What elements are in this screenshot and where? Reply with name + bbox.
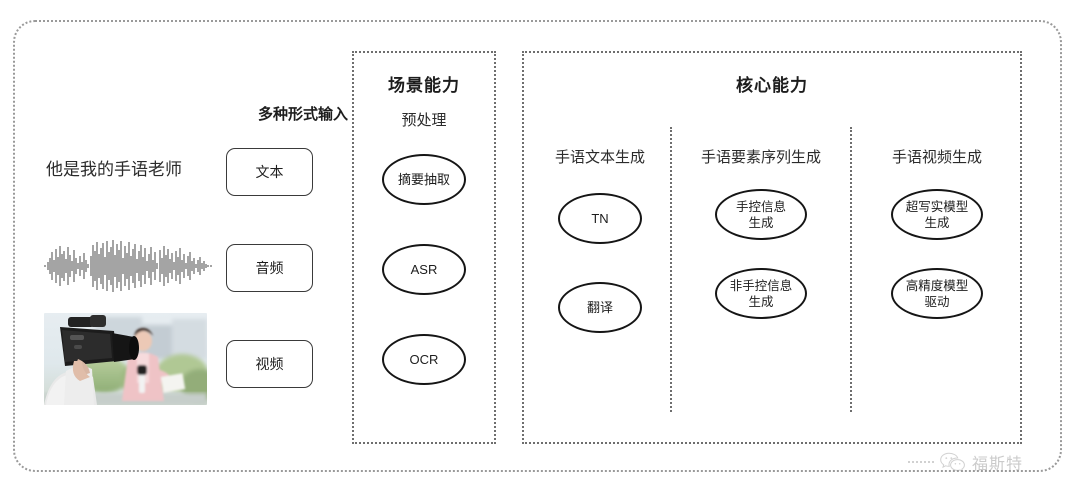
- scene-column-preprocess: 预处理 摘要抽取 ASR OCR: [354, 111, 494, 385]
- input-button-text[interactable]: 文本: [226, 148, 313, 196]
- node-manual-signal-generation[interactable]: 手控信息生成: [715, 189, 807, 240]
- core-column-divider-1: [670, 127, 672, 412]
- scene-panel-title: 场景能力: [388, 76, 460, 95]
- node-translation[interactable]: 翻译: [558, 282, 642, 333]
- core-capability-panel: 核心能力 手语文本生成 TN 翻译 手语要素序列生成 手控信息生成 非手控信息生…: [522, 51, 1022, 444]
- node-tn[interactable]: TN: [558, 193, 642, 244]
- text-sample-label: 他是我的手语老师: [46, 160, 182, 179]
- input-button-audio[interactable]: 音频: [226, 244, 313, 292]
- input-row-audio: 音频: [30, 240, 335, 292]
- input-row-video: 视频: [30, 313, 335, 405]
- node-high-precision-model-driving[interactable]: 高精度模型驱动: [891, 268, 983, 319]
- scene-node-list: 摘要抽取 ASR OCR: [354, 154, 494, 385]
- wechat-icon: [940, 452, 965, 472]
- audio-waveform-icon: [44, 240, 212, 292]
- core-node-list-1: 手控信息生成 非手控信息生成: [672, 189, 850, 319]
- node-non-manual-signal-generation[interactable]: 非手控信息生成: [715, 268, 807, 319]
- core-column-sign-video-generation: 手语视频生成 超写实模型生成 高精度模型驱动: [852, 148, 1022, 319]
- input-button-video[interactable]: 视频: [226, 340, 313, 388]
- core-node-list-2: 超写实模型生成 高精度模型驱动: [852, 189, 1022, 319]
- scene-capability-panel: 场景能力 预处理 摘要抽取 ASR OCR: [352, 51, 496, 444]
- core-column-head-2: 手语视频生成: [891, 149, 982, 166]
- core-column-sign-text-generation: 手语文本生成 TN 翻译: [530, 148, 670, 333]
- core-panel-title: 核心能力: [736, 76, 808, 95]
- video-thumbnail-icon: [44, 313, 207, 405]
- node-ocr[interactable]: OCR: [382, 334, 466, 385]
- node-abstract-extraction[interactable]: 摘要抽取: [382, 154, 466, 205]
- core-column-element-sequence-generation: 手语要素序列生成 手控信息生成 非手控信息生成: [672, 148, 850, 319]
- core-node-list-0: TN 翻译: [530, 193, 670, 333]
- watermark: 福斯特: [908, 447, 1023, 477]
- diagram-outer-frame: [13, 20, 1062, 472]
- input-row-text: 他是我的手语老师 文本: [30, 148, 335, 196]
- node-hyperrealistic-model-generation[interactable]: 超写实模型生成: [891, 189, 983, 240]
- input-section-header: 多种形式输入: [257, 106, 348, 123]
- node-asr[interactable]: ASR: [382, 244, 466, 295]
- scene-column-head: 预处理: [401, 112, 447, 129]
- core-column-head-0: 手语文本生成: [554, 149, 645, 166]
- watermark-text: 福斯特: [972, 456, 1024, 473]
- core-column-divider-2: [850, 127, 852, 412]
- watermark-dots: [908, 461, 934, 463]
- core-column-head-1: 手语要素序列生成: [700, 149, 821, 166]
- input-modalities-area: 多种形式输入 他是我的手语老师 文本: [30, 95, 348, 425]
